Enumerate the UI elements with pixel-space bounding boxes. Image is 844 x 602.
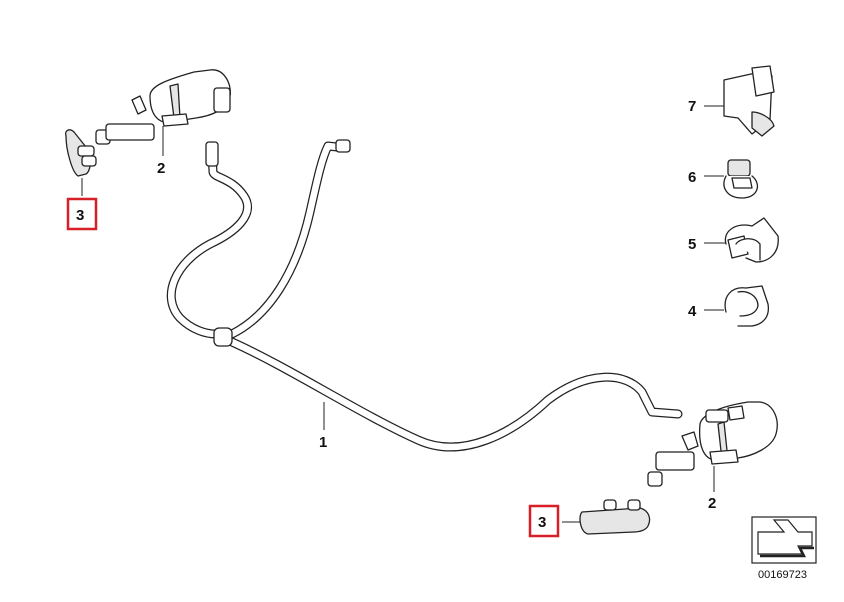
nozzle-left [95,69,231,156]
cap-left [64,129,97,196]
catalog-number: 00169723 [758,569,807,581]
highlight-frame-left [66,197,98,231]
callout-6: 6 [688,169,696,186]
clip-6 [704,159,759,199]
highlight-box-right: 3 [528,504,560,538]
hose-assembly [166,139,683,452]
callout-2-left: 2 [157,160,165,177]
nozzle-right [647,401,778,492]
callout-3-right: 3 [538,514,546,531]
clip-5 [704,217,779,263]
callout-3-left: 3 [76,207,84,224]
highlight-frame-right [528,504,560,538]
cap-right [562,499,651,535]
callout-7: 7 [688,98,696,115]
callout-2-right: 2 [708,495,716,512]
clip-4 [704,285,770,327]
callout-1: 1 [319,434,327,451]
callout-4: 4 [688,303,697,320]
callout-5: 5 [688,236,696,253]
holder-7 [704,65,775,137]
highlight-box-left: 3 [66,197,98,231]
orientation-arrow-box [751,516,817,564]
